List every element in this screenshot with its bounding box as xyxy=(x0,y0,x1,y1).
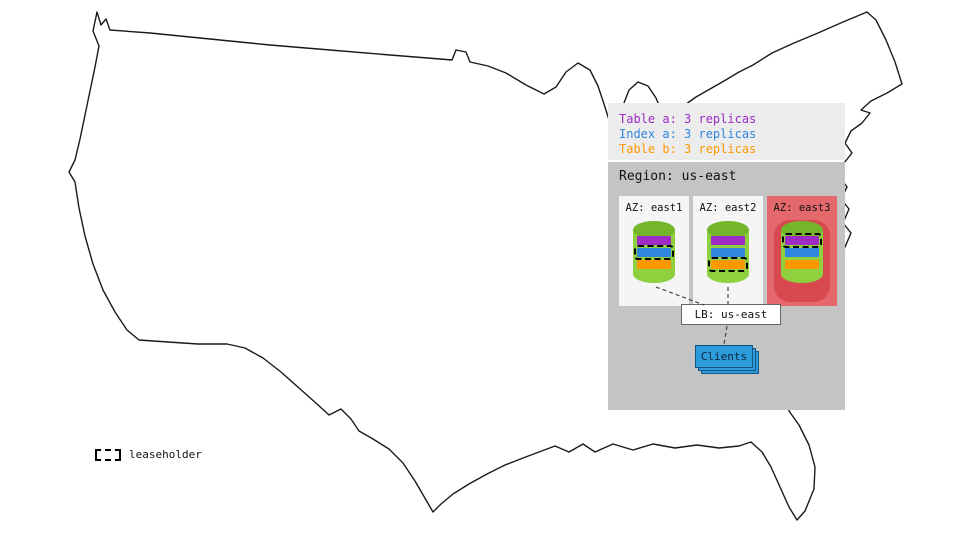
az-label-east2: AZ: east2 xyxy=(699,202,757,214)
db-node-cylinder-east3 xyxy=(778,220,826,286)
replica-bar-index-a xyxy=(785,248,819,257)
replica-bar-index-a xyxy=(711,248,745,257)
db-node-cylinder-east1 xyxy=(630,220,678,286)
replica-bar-table-b xyxy=(785,260,819,269)
replica-bar-table-b-leaseholder xyxy=(708,257,748,272)
replica-bar-table-a xyxy=(637,236,671,245)
legend-item-table-a: Table a: 3 replicas xyxy=(619,112,757,126)
legend-item-index-a: Index a: 3 replicas xyxy=(619,127,757,141)
legend-item-table-b: Table b: 3 replicas xyxy=(619,142,757,156)
db-node-cylinder-east2 xyxy=(704,220,752,286)
load-balancer-box: LB: us-east xyxy=(681,304,781,325)
replica-bar-index-a-leaseholder xyxy=(634,245,674,260)
clients-label: Clients xyxy=(695,345,753,368)
az-label-east3: AZ: east3 xyxy=(773,202,831,214)
clients-box: Clients xyxy=(695,345,761,376)
region-title: Region: us-east xyxy=(619,169,737,184)
leaseholder-dashed-swatch xyxy=(95,448,121,461)
replica-legend-panel: Table a: 3 replicas Index a: 3 replicas … xyxy=(608,103,845,160)
az-box-east3-highlighted: AZ: east3 xyxy=(767,196,837,306)
az-label-east1: AZ: east1 xyxy=(625,202,683,214)
replica-bar-table-a-leaseholder xyxy=(782,233,822,248)
az-box-east1: AZ: east1 xyxy=(619,196,689,306)
leaseholder-label: leaseholder xyxy=(129,448,202,461)
region-panel-us-east: Region: us-east AZ: east1 AZ: east2 xyxy=(608,162,845,410)
replica-bar-table-a xyxy=(711,236,745,245)
leaseholder-legend: leaseholder xyxy=(95,448,202,461)
az-box-east2: AZ: east2 xyxy=(693,196,763,306)
replica-bar-table-b xyxy=(637,260,671,269)
